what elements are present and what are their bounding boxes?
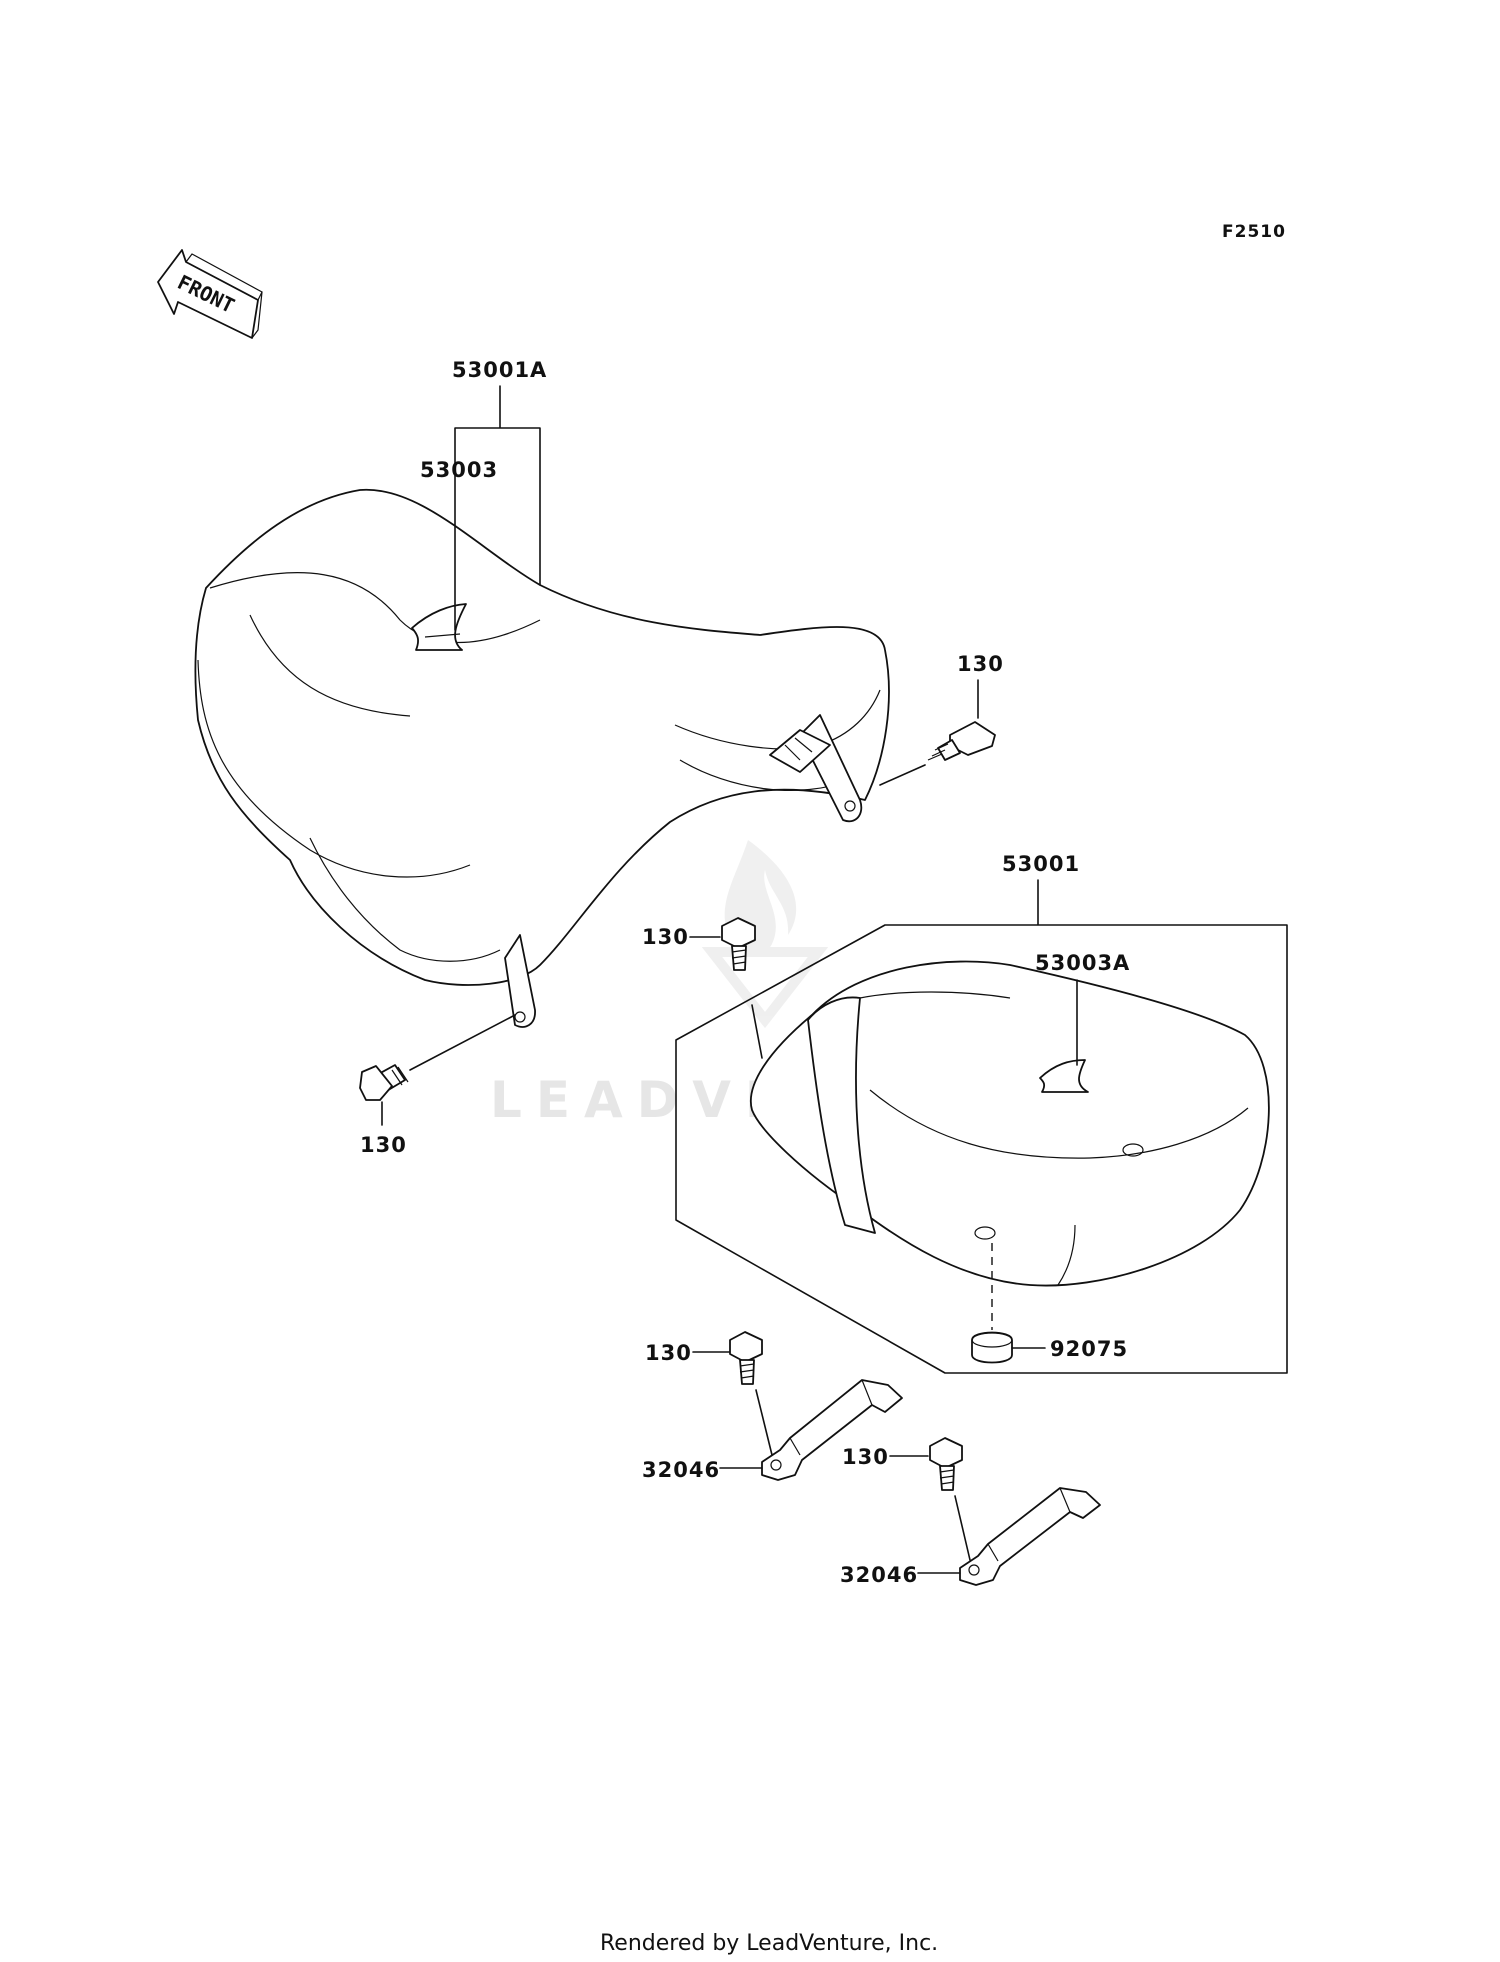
bracket-icon [761, 1379, 903, 1481]
bolt-icon [729, 1331, 763, 1385]
label-53003: 53003 [420, 458, 498, 482]
rear-seat [750, 960, 1270, 1287]
label-92075: 92075 [1050, 1337, 1128, 1361]
label-32046-b: 32046 [840, 1563, 918, 1587]
label-130-left: 130 [360, 1133, 407, 1157]
bracket-icon [959, 1487, 1101, 1586]
front-arrow-icon: FRONT [157, 249, 263, 339]
damper-icon [971, 1331, 1013, 1364]
label-130-middle: 130 [642, 925, 689, 949]
label-130-upper-right: 130 [957, 652, 1004, 676]
bolt-icon [721, 917, 756, 971]
diagram-code: F2510 [1222, 222, 1286, 242]
label-53003A: 53003A [1035, 951, 1130, 975]
label-53001: 53001 [1002, 852, 1080, 876]
label-32046-a: 32046 [642, 1458, 720, 1482]
bolt-icon [359, 1064, 409, 1101]
bolt-icon [927, 721, 996, 761]
footer-credit: Rendered by LeadVenture, Inc. [600, 1931, 938, 1956]
label-130-lower-b: 130 [842, 1445, 889, 1469]
label-130-lower-a: 130 [645, 1341, 692, 1365]
front-seat [194, 489, 890, 1028]
label-53001A: 53001A [452, 358, 547, 382]
bolt-icon [929, 1437, 963, 1491]
